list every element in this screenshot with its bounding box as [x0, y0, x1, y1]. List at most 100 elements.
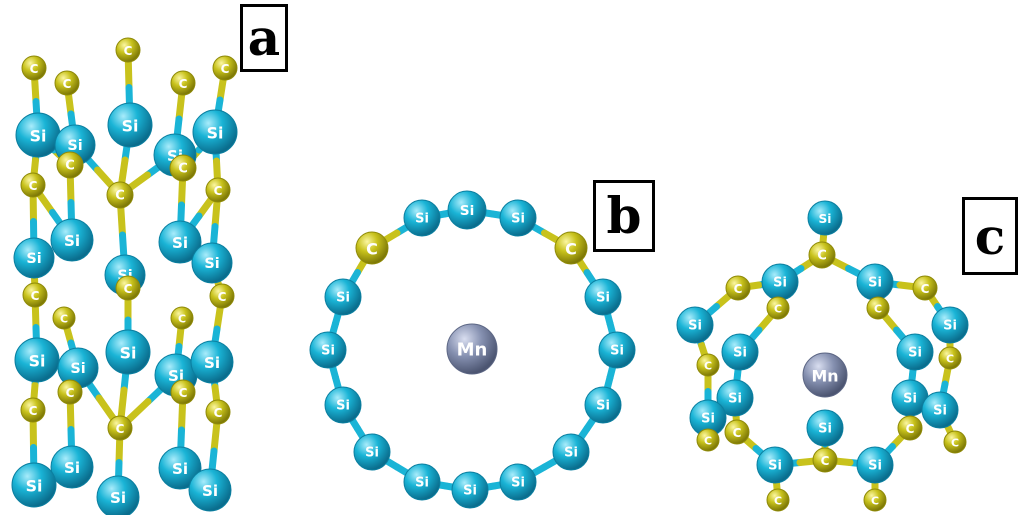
atom-symbol: C — [774, 303, 782, 316]
atom-symbol: C — [733, 426, 742, 440]
panel-b-ring-top-view-atom-si: Si — [499, 199, 537, 237]
atom-sphere — [696, 353, 720, 377]
atom-sphere — [447, 190, 487, 230]
atom-symbol: Si — [564, 446, 578, 461]
atom-sphere — [897, 415, 923, 441]
atom-sphere — [22, 282, 48, 308]
atom-symbol: C — [218, 290, 227, 304]
atom-sphere — [724, 419, 750, 445]
atom-sphere — [52, 306, 76, 330]
atom-symbol: Si — [818, 422, 832, 437]
panel-c-distorted-ring-view-atom-c: C — [943, 430, 967, 454]
panel-b-ring-top-view-atom-si: Si — [403, 463, 441, 501]
atom-symbol: Si — [30, 127, 47, 146]
panel-c-distorted-ring-view-atom-c: C — [863, 488, 887, 512]
panel-b-ring-top-view-atom-si: Si — [584, 278, 622, 316]
atom-symbol: C — [871, 495, 879, 508]
panel-a-nanotube-side-view-atom-si: Si — [14, 337, 60, 383]
atom-symbol: Si — [596, 399, 610, 414]
atom-sphere — [403, 463, 441, 501]
panel-a-nanotube-side-view-atom-c: C — [57, 379, 83, 405]
panel-a-nanotube-side-view-atom-c: C — [52, 306, 76, 330]
panel-c-distorted-ring-view-atom-c: C — [866, 296, 890, 320]
atom-symbol: Si — [728, 392, 742, 407]
atom-symbol: Si — [415, 476, 429, 491]
atom-symbol: Si — [933, 404, 947, 419]
atom-sphere — [806, 409, 844, 447]
atom-symbol: Si — [610, 344, 624, 359]
atom-symbol: Si — [172, 460, 188, 478]
atom-sphere — [856, 446, 894, 484]
panel-b-ring-top-view-atom-c: C — [355, 231, 389, 265]
atom-sphere — [107, 102, 153, 148]
atom-sphere — [192, 109, 238, 155]
atom-sphere — [584, 386, 622, 424]
atom-symbol: Si — [321, 344, 335, 359]
panel-a-nanotube-side-view-atom-si: Si — [13, 237, 55, 279]
panel-a-nanotube-side-view-atom-c: C — [170, 379, 196, 405]
atom-sphere — [170, 379, 196, 405]
atom-sphere — [212, 55, 238, 81]
panel-a-nanotube-side-view-atom-si: Si — [50, 445, 94, 489]
atom-symbol: C — [565, 240, 577, 259]
panel-a-nanotube-side-view-atom-si: Si — [50, 218, 94, 262]
atom-symbol: C — [178, 313, 186, 326]
atom-symbol: Si — [733, 346, 747, 361]
panel-c-distorted-ring-view-atom-si: Si — [761, 263, 799, 301]
panel-c-distorted-ring-view-atom-si: Si — [676, 306, 714, 344]
panel-c-distorted-ring-view-atom-si: Si — [807, 200, 843, 236]
atom-symbol: Si — [204, 354, 220, 372]
atom-sphere — [190, 340, 234, 384]
atom-symbol: C — [951, 437, 959, 450]
atom-sphere — [355, 231, 389, 265]
atom-sphere — [188, 468, 232, 512]
atom-layer: CCCCCSiSiSiSiSiCCCCCSiSiSiSiSiCCCCCSiSiS… — [11, 37, 969, 519]
atom-symbol: C — [29, 404, 38, 418]
atom-sphere — [324, 278, 362, 316]
atom-sphere — [756, 446, 794, 484]
atom-symbol: C — [178, 162, 188, 177]
atom-symbol: Si — [122, 117, 139, 136]
atom-symbol: Si — [120, 344, 137, 363]
panel-b-ring-top-view-atom-si: Si — [324, 386, 362, 424]
panel-b-ring-top-view-atom-si: Si — [447, 190, 487, 230]
atom-symbol: Si — [207, 124, 224, 143]
atom-sphere — [309, 331, 347, 369]
panel-a-nanotube-side-view-atom-si: Si — [188, 468, 232, 512]
panel-a-nanotube-side-view-atom-c: C — [56, 151, 84, 179]
panel-a-nanotube-side-view-atom-c: C — [115, 275, 141, 301]
atom-symbol: Si — [463, 484, 477, 499]
atom-symbol: Si — [110, 489, 126, 507]
atom-symbol: Si — [701, 412, 715, 427]
panel-c-distorted-ring-view-atom-si: Si — [921, 391, 959, 429]
atom-symbol: Si — [29, 352, 46, 371]
panel-c-distorted-ring-view-atom-si: Si — [756, 446, 794, 484]
atom-symbol: C — [817, 249, 827, 264]
atom-symbol: Si — [26, 251, 41, 267]
panel-a-nanotube-side-view-atom-si: Si — [158, 446, 202, 490]
atom-symbol: C — [115, 189, 125, 204]
atom-symbol: Si — [64, 232, 80, 250]
panel-c-distorted-ring-view-atom-si: Si — [856, 263, 894, 301]
atom-sphere — [451, 471, 489, 509]
atom-sphere — [21, 55, 47, 81]
atom-sphere — [324, 386, 362, 424]
atom-symbol: C — [116, 422, 125, 436]
atom-symbol: Si — [596, 291, 610, 306]
atom-sphere — [766, 296, 790, 320]
panel-a-nanotube-side-view-atom-c: C — [170, 70, 196, 96]
panel-a-nanotube-side-view-atom-si: Si — [192, 109, 238, 155]
atom-symbol: C — [29, 179, 38, 193]
atom-sphere — [56, 151, 84, 179]
panel-a-nanotube-side-view-atom-c: C — [170, 306, 194, 330]
atom-sphere — [716, 379, 754, 417]
panel-c-distorted-ring-view-atom-c: C — [696, 353, 720, 377]
panel-label-c: c — [962, 197, 1018, 275]
atom-sphere — [938, 346, 962, 370]
atom-symbol: C — [821, 454, 830, 468]
panel-label-a: a — [240, 4, 288, 72]
atom-sphere — [13, 237, 55, 279]
atom-symbol: Si — [204, 256, 219, 272]
panel-a-nanotube-side-view-atom-si: Si — [11, 462, 57, 508]
panel-b-ring-top-view-atom-si: Si — [403, 199, 441, 237]
